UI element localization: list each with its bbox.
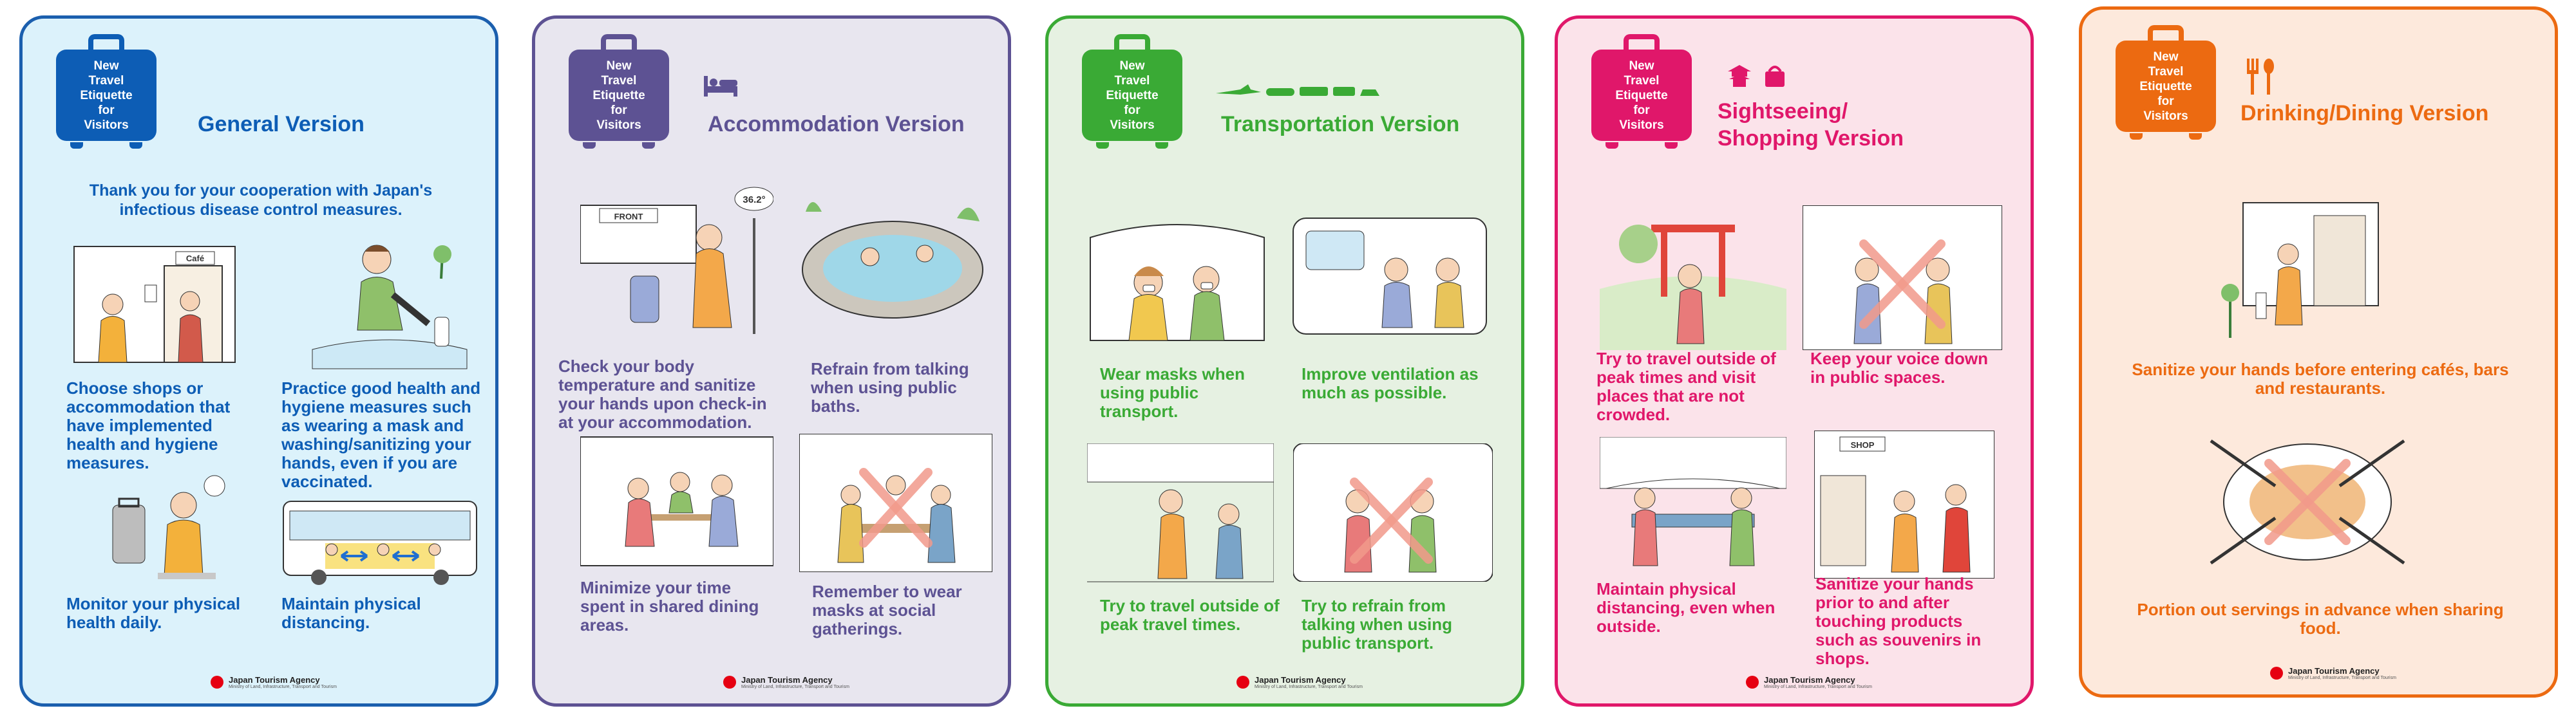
distancing-outside-illustration xyxy=(1600,437,1786,566)
hand-washing-illustration xyxy=(312,245,468,369)
logo-text: Japan Tourism Agency xyxy=(2288,666,2380,676)
item-4-text: Maintain physical distancing. xyxy=(281,594,421,632)
front-sign: FRONT xyxy=(614,212,643,221)
item-1-text: Sanitize your hands before entering café… xyxy=(2132,360,2509,398)
souvenir-shop-illustration: SHOP xyxy=(1814,431,1994,579)
logo-mark xyxy=(211,676,223,689)
shrine-visit-illustration xyxy=(1600,225,1786,350)
logo-mark xyxy=(1746,676,1759,689)
badge-text: New Travel Etiquette for Visitors xyxy=(2116,41,2216,132)
logo-mark xyxy=(723,676,736,689)
shared-food-illustration xyxy=(2210,439,2405,565)
fork-spoon-icon xyxy=(2247,59,2274,95)
item-2-text: Improve ventilation as much as possible. xyxy=(1302,364,1479,402)
ventilation-illustration xyxy=(1293,218,1487,335)
shop-sign: SHOP xyxy=(1851,440,1875,450)
logo-subtext: Ministry of Land, Infrastructure, Transp… xyxy=(2288,676,2396,680)
temple-and-bag-icon xyxy=(1728,65,1785,87)
shop-entrance-illustration: Café xyxy=(73,246,236,363)
item-2-text: Refrain from talking when using public b… xyxy=(811,359,969,416)
item-1-text: Choose shops or accommodation that have … xyxy=(66,378,231,472)
item-3-text: Try to travel outside of peak travel tim… xyxy=(1100,596,1280,634)
public-bath-illustration xyxy=(802,202,983,319)
no-talking-transit-illustration xyxy=(1293,443,1493,582)
logo-subtext: Ministry of Land, Infrastructure, Transp… xyxy=(741,685,849,689)
poster-sightseeing-shopping: New Travel Etiquette for Visitors Sights… xyxy=(1555,15,2034,707)
badge-text: New Travel Etiquette for Visitors xyxy=(1591,50,1692,141)
item-4-text: Sanitize your hands prior to and after t… xyxy=(1815,574,1982,668)
prohibited-x-mark xyxy=(859,468,933,548)
item-2-text: Practice good health and hygiene measure… xyxy=(281,378,481,491)
logo-mark xyxy=(2270,667,2283,680)
logo-text: Japan Tourism Agency xyxy=(1255,675,1346,685)
dining-area-illustration xyxy=(580,436,773,566)
train-masks-illustration xyxy=(1090,224,1265,341)
logo-subtext: Ministry of Land, Infrastructure, Transp… xyxy=(1255,685,1363,689)
logo-mark xyxy=(1236,676,1249,689)
poster-transportation: New Travel Etiquette for Visitors Transp… xyxy=(1045,15,1524,707)
item-1-text: Check your body temperature and sanitize… xyxy=(558,357,767,432)
item-2-text: Keep your voice down in public spaces. xyxy=(1810,349,1988,387)
item-3-text: Monitor your physical health daily. xyxy=(66,594,241,632)
poster-drinking-dining: New Travel Etiquette for Visitors Drinki… xyxy=(2079,6,2558,698)
vehicles-icon xyxy=(1216,84,1379,96)
item-4-text: Remember to wear masks at social gatheri… xyxy=(812,582,962,638)
item-4-text: Try to refrain from talking when using p… xyxy=(1302,596,1453,653)
prohibited-x-mark xyxy=(2264,459,2351,545)
prohibited-x-mark xyxy=(1859,239,1946,329)
poster-title-line-1: Sightseeing/ xyxy=(1718,99,1848,124)
poster-title-line-2: Shopping Version xyxy=(1718,126,1904,151)
poster-title: Accommodation Version xyxy=(708,112,965,136)
item-1-text: Try to travel outside of peak times and … xyxy=(1596,349,1776,424)
poster-title: Drinking/Dining Version xyxy=(2240,101,2489,125)
logo-text: Japan Tourism Agency xyxy=(229,675,320,685)
cafe-entrance-illustration xyxy=(2221,202,2379,338)
poster-title: General Version xyxy=(198,112,365,136)
badge-text: New Travel Etiquette for Visitors xyxy=(1082,50,1182,141)
item-2-text: Portion out servings in advance when sha… xyxy=(2137,600,2504,638)
poster-title: Transportation Version xyxy=(1221,112,1460,136)
check-in-illustration: FRONT 36.2° xyxy=(580,187,773,334)
logo-text: Japan Tourism Agency xyxy=(741,675,833,685)
temperature-check-illustration xyxy=(112,475,225,579)
cafe-sign: Café xyxy=(186,254,204,263)
intro-text: Thank you for your cooperation with Japa… xyxy=(89,181,433,219)
logo-text: Japan Tourism Agency xyxy=(1764,675,1855,685)
badge-text: New Travel Etiquette for Visitors xyxy=(56,50,156,141)
item-3-text: Minimize your time spent in shared dinin… xyxy=(580,578,759,635)
quiet-voices-illustration xyxy=(1803,205,2002,350)
poster-general: New Travel Etiquette for Visitors Genera… xyxy=(19,15,498,707)
bed-icon xyxy=(704,76,737,97)
prohibited-x-mark xyxy=(1350,478,1433,564)
poster-accommodation: New Travel Etiquette for Visitors Accomm… xyxy=(532,15,1011,707)
logo-subtext: Ministry of Land, Infrastructure, Transp… xyxy=(1764,685,1872,689)
bus-distancing-illustration xyxy=(283,501,477,585)
suitcase-badge: New Travel Etiquette for Visitors xyxy=(569,34,669,149)
thermometer-reading: 36.2° xyxy=(743,194,765,205)
social-gathering-illustration xyxy=(799,434,992,572)
item-1-text: Wear masks when using public transport. xyxy=(1100,364,1245,421)
suitcase-badge: New Travel Etiquette for Visitors xyxy=(56,34,156,149)
suitcase-badge: New Travel Etiquette for Visitors xyxy=(1591,34,1692,149)
item-3-text: Maintain physical distancing, even when … xyxy=(1596,579,1776,636)
suitcase-badge: New Travel Etiquette for Visitors xyxy=(2116,25,2216,140)
logo-subtext: Ministry of Land, Infrastructure, Transp… xyxy=(229,685,337,689)
suitcase-badge: New Travel Etiquette for Visitors xyxy=(1082,34,1182,149)
off-peak-platform-illustration xyxy=(1087,443,1274,582)
badge-text: New Travel Etiquette for Visitors xyxy=(569,50,669,141)
